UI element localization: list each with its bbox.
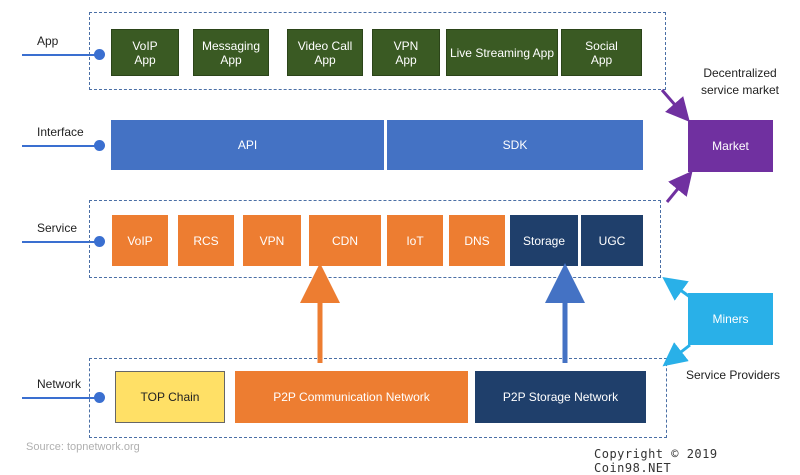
- service-ugc-box: UGC: [581, 215, 643, 266]
- layer-label-service: Service: [37, 221, 78, 235]
- layer-label-app: App: [37, 34, 59, 48]
- service-to-market-arrow: [665, 170, 693, 203]
- app-to-market-arrow: [660, 89, 690, 123]
- service-iot-box: IoT: [387, 215, 443, 266]
- messaging-app-box: Messaging App: [193, 29, 269, 76]
- live-streaming-app-box: Live Streaming App: [446, 29, 558, 76]
- social-app-box: Social App: [561, 29, 642, 76]
- service-rcs-box: RCS: [178, 215, 234, 266]
- network-layer-frame: [89, 358, 667, 438]
- service-layer-frame: [89, 200, 661, 278]
- copyright-text: Copyright © 2019 Coin98.NET: [594, 447, 718, 475]
- interface-connector-dot: [94, 140, 105, 151]
- service-connector-dot: [94, 236, 105, 247]
- service-connector-line: [22, 241, 98, 243]
- service-vpn-box: VPN: [243, 215, 301, 266]
- network-connector-line: [22, 397, 98, 399]
- market-title: Decentralized service market: [700, 66, 780, 97]
- miners-to-network-arrow: [662, 342, 691, 367]
- layer-label-network: Network: [37, 377, 82, 391]
- source-caption: Source: topnetwork.org: [26, 441, 140, 453]
- api-box: API: [111, 120, 384, 170]
- layer-label-interface: Interface: [37, 125, 84, 139]
- top-chain-box: TOP Chain: [115, 371, 225, 423]
- app-connector-line: [22, 54, 98, 56]
- app-layer-frame: [89, 12, 666, 90]
- vpn-app-box: VPN App: [372, 29, 440, 76]
- video-call-app-box: Video Call App: [287, 29, 363, 76]
- market-box: Market: [688, 120, 773, 172]
- p2p-communication-network-box: P2P Communication Network: [235, 371, 468, 423]
- p2p-storage-network-box: P2P Storage Network: [475, 371, 646, 423]
- service-voip-box: VoIP: [112, 215, 168, 266]
- network-connector-dot: [94, 392, 105, 403]
- app-connector-dot: [94, 49, 105, 60]
- service-storage-box: Storage: [510, 215, 578, 266]
- service-cdn-box: CDN: [309, 215, 381, 266]
- miners-box: Miners: [688, 293, 773, 345]
- voip-app-box: VoIP App: [111, 29, 179, 76]
- service-providers-caption: Service Providers: [685, 368, 781, 382]
- service-dns-box: DNS: [449, 215, 505, 266]
- sdk-box: SDK: [387, 120, 643, 170]
- interface-connector-line: [22, 145, 98, 147]
